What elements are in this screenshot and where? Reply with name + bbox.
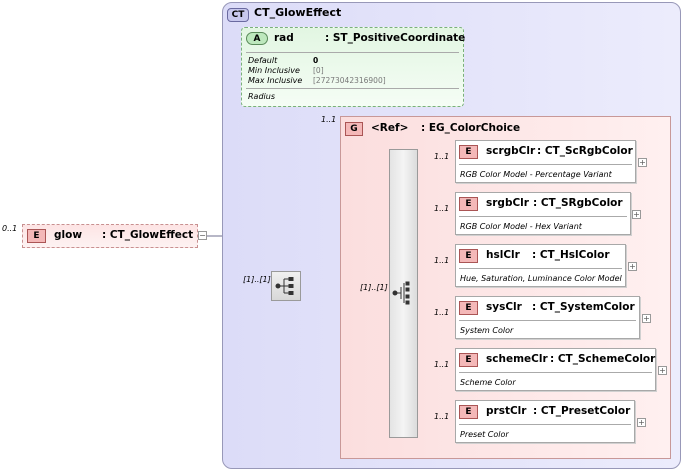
glow-element-type: : CT_GlowEffect	[102, 229, 194, 241]
attribute-min-label: Min Inclusive	[248, 66, 300, 75]
sequence-cardinality: [1]..[1]	[243, 275, 271, 284]
glow-element-name: glow	[54, 229, 83, 241]
sysclr-expand-icon[interactable]: +	[642, 314, 651, 323]
hslclr-expand-icon[interactable]: +	[628, 262, 637, 271]
element-schemeclr-box[interactable]	[455, 348, 656, 391]
element-prstclr-box[interactable]	[455, 400, 635, 443]
sysclr-badge: E	[459, 301, 478, 315]
hslclr-type: : CT_HslColor	[532, 249, 610, 261]
srgbclr-separator	[459, 216, 627, 217]
schemeclr-description: Scheme Color	[460, 378, 516, 387]
attribute-name: rad	[274, 32, 294, 44]
scrgbclr-description: RGB Color Model - Percentage Variant	[460, 170, 612, 179]
attribute-separator	[246, 52, 459, 53]
element-scrgbclr-box[interactable]	[455, 140, 636, 183]
prstclr-badge: E	[459, 405, 478, 419]
attribute-rad-box[interactable]	[241, 27, 464, 107]
schemeclr-name: schemeClr	[486, 353, 548, 365]
schemeclr-type: : CT_SchemeColor	[550, 353, 656, 365]
schemeclr-separator	[459, 372, 652, 373]
schemeclr-badge: E	[459, 353, 478, 367]
schemeclr-cardinality: 1..1	[434, 360, 450, 369]
group-badge: G	[345, 122, 363, 136]
scrgbclr-cardinality: 1..1	[434, 152, 450, 161]
choice-compositor[interactable]	[389, 149, 418, 438]
choice-icon	[392, 281, 410, 305]
srgbclr-description: RGB Color Model - Hex Variant	[460, 222, 582, 231]
prstclr-expand-icon[interactable]: +	[637, 418, 646, 427]
group-ref-label: <Ref>	[371, 122, 409, 134]
srgbclr-expand-icon[interactable]: +	[632, 210, 641, 219]
hslclr-separator	[459, 268, 622, 269]
group-cardinality: 1..1	[321, 115, 337, 124]
complex-type-name: CT_GlowEffect	[254, 6, 342, 19]
glow-cardinality: 0..1	[2, 224, 18, 233]
element-srgbclr-box[interactable]	[455, 192, 631, 235]
scrgbclr-expand-icon[interactable]: +	[638, 158, 647, 167]
hslclr-cardinality: 1..1	[434, 256, 450, 265]
attribute-badge: A	[246, 32, 268, 45]
scrgbclr-name: scrgbClr	[486, 145, 536, 157]
attribute-max-value: [27273042316900]	[313, 76, 386, 85]
attribute-min-value: [0]	[313, 66, 324, 75]
sysclr-name: sysClr	[486, 301, 522, 313]
attribute-default-value: 0	[313, 56, 319, 65]
choice-cardinality: [1]..[1]	[360, 283, 388, 292]
group-name: : EG_ColorChoice	[421, 122, 521, 134]
collapse-toggle-icon[interactable]: −	[198, 231, 207, 240]
attribute-max-label: Max Inclusive	[248, 76, 303, 85]
complex-type-badge: CT	[227, 8, 249, 22]
sysclr-cardinality: 1..1	[434, 308, 450, 317]
srgbclr-cardinality: 1..1	[434, 204, 450, 213]
hslclr-name: hslClr	[486, 249, 520, 261]
prstclr-type: : CT_PresetColor	[533, 405, 631, 417]
schemeclr-expand-icon[interactable]: +	[658, 366, 667, 375]
prstclr-separator	[459, 424, 631, 425]
prstclr-name: prstClr	[486, 405, 527, 417]
attribute-description: Radius	[248, 92, 275, 101]
srgbclr-type: : CT_SRgbColor	[533, 197, 623, 209]
scrgbclr-separator	[459, 164, 632, 165]
srgbclr-name: srgbClr	[486, 197, 529, 209]
glow-element-badge: E	[27, 229, 46, 243]
prstclr-description: Preset Color	[460, 430, 509, 439]
element-hslclr-box[interactable]	[455, 244, 626, 287]
scrgbclr-type: : CT_ScRgbColor	[537, 145, 633, 157]
prstclr-cardinality: 1..1	[434, 412, 450, 421]
scrgbclr-badge: E	[459, 145, 478, 159]
element-sysclr-box[interactable]	[455, 296, 640, 339]
sysclr-description: System Color	[460, 326, 514, 335]
srgbclr-badge: E	[459, 197, 478, 211]
attribute-separator-2	[246, 88, 459, 89]
sequence-compositor[interactable]	[271, 271, 301, 301]
attribute-default-label: Default	[248, 56, 278, 65]
element-glow-box[interactable]	[22, 224, 198, 248]
sysclr-type: : CT_SystemColor	[532, 301, 635, 313]
hslclr-badge: E	[459, 249, 478, 263]
sequence-icon	[275, 277, 294, 295]
hslclr-description: Hue, Saturation, Luminance Color Model	[460, 274, 622, 283]
sysclr-separator	[459, 320, 636, 321]
attribute-type: : ST_PositiveCoordinate	[325, 32, 466, 44]
